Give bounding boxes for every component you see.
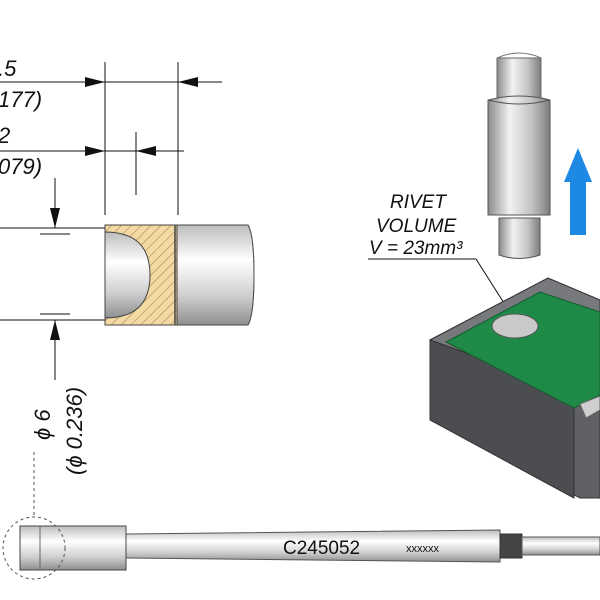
recess-mm-label: 2: [0, 123, 10, 148]
rivet-label-line1: RIVET: [390, 192, 447, 213]
iron-tip: [487, 52, 551, 259]
serial-number: xxxxxx: [406, 543, 440, 555]
full-tip: [2, 452, 600, 580]
diameter-dimension: [0, 178, 105, 380]
rivet-label-line2: VOLUME: [376, 216, 457, 237]
diameter-mm-label: ϕ 6: [30, 409, 55, 440]
part-number: C245052: [283, 538, 360, 559]
recess-in-label: 079): [0, 154, 42, 179]
diameter-in-label: (ϕ 0.236): [62, 387, 87, 475]
length-dimension: [0, 62, 222, 215]
rivet-label-line3: V = 23mm³: [369, 238, 463, 259]
component-housing: [428, 277, 600, 499]
rivet-callout: RIVET VOLUME V = 23mm³: [368, 192, 517, 323]
length-in-label: 177): [0, 87, 42, 112]
length-mm-label: .5: [0, 56, 17, 81]
recess-dimension: [0, 132, 184, 195]
lift-arrow-icon: [564, 148, 592, 235]
tip-closeup: [104, 224, 255, 326]
